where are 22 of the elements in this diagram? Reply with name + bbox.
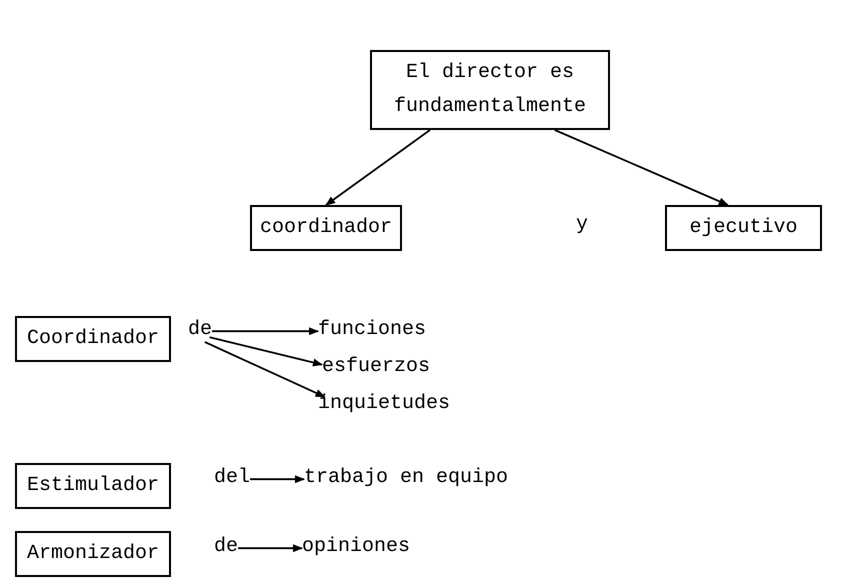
text-label: inquietudes xyxy=(318,392,450,416)
arrow xyxy=(554,129,729,206)
arrow xyxy=(212,327,319,336)
text-box: Estimulador xyxy=(15,463,171,509)
arrow xyxy=(204,341,326,398)
text-label: y xyxy=(576,213,588,237)
text-label: trabajo en equipo xyxy=(304,466,508,490)
text-label: funciones xyxy=(318,318,426,342)
text-box: El director es fundamentalmente xyxy=(370,50,610,130)
text-label: de xyxy=(214,535,238,559)
arrow xyxy=(325,129,431,206)
text-label: de xyxy=(188,318,212,342)
text-label: esfuerzos xyxy=(322,355,430,379)
text-label: opiniones xyxy=(302,535,410,559)
text-box: Coordinador xyxy=(15,316,171,362)
arrow xyxy=(209,336,323,366)
text-box: coordinador xyxy=(250,205,402,251)
text-label: del xyxy=(214,466,250,490)
arrow xyxy=(250,475,305,484)
arrow xyxy=(238,544,303,552)
text-box: ejecutivo xyxy=(665,205,822,251)
text-box: Armonizador xyxy=(15,531,171,577)
